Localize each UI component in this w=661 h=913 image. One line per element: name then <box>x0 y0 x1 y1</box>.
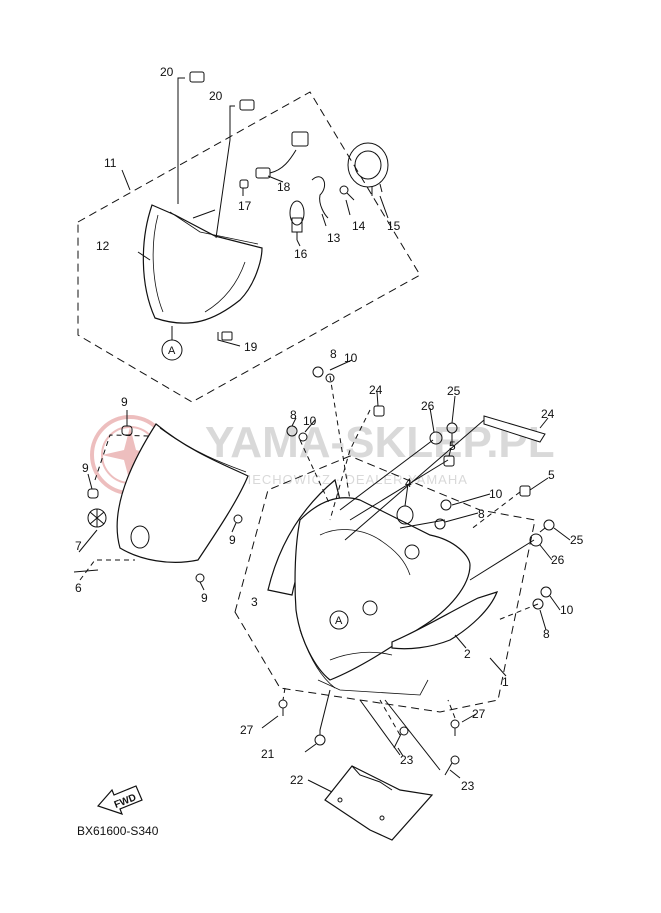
callout-1: 1 <box>502 675 509 689</box>
bracket-20b <box>239 99 255 111</box>
diagram-code: BX61600-S340 <box>77 824 159 838</box>
callout-27a: 27 <box>240 723 254 737</box>
screw-23b <box>444 755 460 776</box>
bracket-24 <box>373 405 385 417</box>
front-cowl-1 <box>294 497 471 681</box>
callout-25a: 25 <box>447 384 461 398</box>
trim-strip-24 <box>483 415 546 443</box>
callout-13: 13 <box>327 231 341 245</box>
callout-10d: 10 <box>560 603 574 617</box>
side-panel-2 <box>391 591 499 650</box>
callout-5a: 5 <box>449 439 456 453</box>
grommet-26a <box>429 431 443 445</box>
screw-23a <box>393 726 409 749</box>
headlight-housing <box>142 204 263 324</box>
callout-20a: 20 <box>160 65 174 79</box>
callout-8c: 8 <box>478 507 485 521</box>
callout-18: 18 <box>277 180 291 194</box>
callout-12: 12 <box>96 239 110 253</box>
screw-9d <box>195 573 205 583</box>
callout-17: 17 <box>238 199 252 213</box>
callout-10c: 10 <box>489 487 503 501</box>
washer-10d <box>540 586 552 598</box>
nut-19 <box>221 331 233 341</box>
callout-3: 3 <box>251 595 258 609</box>
callout-9a: 9 <box>121 395 128 409</box>
collar-8d <box>532 598 544 610</box>
callout-24b: 24 <box>541 407 555 421</box>
callout-9d: 9 <box>201 591 208 605</box>
reference-marker-a-headlight: A <box>161 339 183 361</box>
callout-23a: 23 <box>400 753 414 767</box>
washer-10b <box>298 432 308 442</box>
screw-27a <box>278 699 288 716</box>
headlight-assembly-group <box>77 71 421 403</box>
callout-labels: 20 20 11 18 17 13 14 15 12 16 19 8 10 24… <box>75 65 584 793</box>
grommet-26b <box>529 533 543 547</box>
callout-9b: 9 <box>82 461 89 475</box>
callout-25b: 25 <box>570 533 584 547</box>
reference-marker-a-cowl-label: A <box>335 615 343 627</box>
callout-7: 7 <box>75 539 82 553</box>
screw-9c <box>233 514 243 524</box>
windshield <box>116 423 249 563</box>
callout-2: 2 <box>464 647 471 661</box>
visor-hole <box>130 525 150 549</box>
callout-11: 11 <box>104 156 117 170</box>
fwd-arrow: FWD <box>96 785 143 815</box>
callout-4: 4 <box>405 476 412 490</box>
callout-5b: 5 <box>548 468 555 482</box>
callout-21: 21 <box>261 747 275 761</box>
callout-10b: 10 <box>303 414 317 428</box>
callout-8a: 8 <box>330 347 337 361</box>
callout-8d: 8 <box>543 627 550 641</box>
bracket-20a <box>189 71 205 83</box>
visor-group <box>73 410 249 591</box>
collar-8c <box>434 518 446 530</box>
lower-cover <box>299 629 336 689</box>
callout-19: 19 <box>244 340 258 354</box>
damper-4 <box>396 505 414 525</box>
lower-parts-group <box>261 687 477 841</box>
right-parts-group <box>286 359 571 677</box>
callout-26a: 26 <box>421 399 435 413</box>
bolt-21 <box>314 730 326 746</box>
headlight-group-outline <box>77 91 421 403</box>
callout-15: 15 <box>387 219 401 233</box>
collar-8a <box>312 366 324 378</box>
clip-17 <box>239 179 249 189</box>
callout-23b: 23 <box>461 779 475 793</box>
callout-9c: 9 <box>229 533 236 547</box>
screw-25b <box>539 519 555 533</box>
reference-marker-a-headlight-label: A <box>168 345 176 357</box>
callout-10a: 10 <box>344 351 358 365</box>
nut-5b <box>519 485 531 497</box>
reference-circle-a-cowl <box>329 610 349 630</box>
cowl-group <box>234 455 536 713</box>
callout-8b: 8 <box>290 408 297 422</box>
boot-cover-15 <box>347 142 389 196</box>
callout-27b: 27 <box>472 707 486 721</box>
callout-24a: 24 <box>369 383 383 397</box>
screw-27b <box>450 719 460 736</box>
screw-9b <box>87 488 99 499</box>
bulb-16 <box>289 200 305 240</box>
callout-6: 6 <box>75 581 82 595</box>
bracket-22 <box>324 765 434 841</box>
socket-18 <box>255 131 309 179</box>
callout-22: 22 <box>290 773 304 787</box>
watermark-subtitle: WYSIECHOWICZ · DEALER YAMAHA <box>215 472 468 487</box>
washer-10c <box>440 499 452 511</box>
callout-20b: 20 <box>209 89 223 103</box>
callout-26b: 26 <box>551 553 565 567</box>
spring-13 <box>311 176 329 219</box>
callout-14: 14 <box>352 219 366 233</box>
screw-14 <box>339 185 355 201</box>
grommet-7 <box>87 508 107 528</box>
callout-16: 16 <box>294 247 308 261</box>
washer-10a <box>325 373 335 383</box>
